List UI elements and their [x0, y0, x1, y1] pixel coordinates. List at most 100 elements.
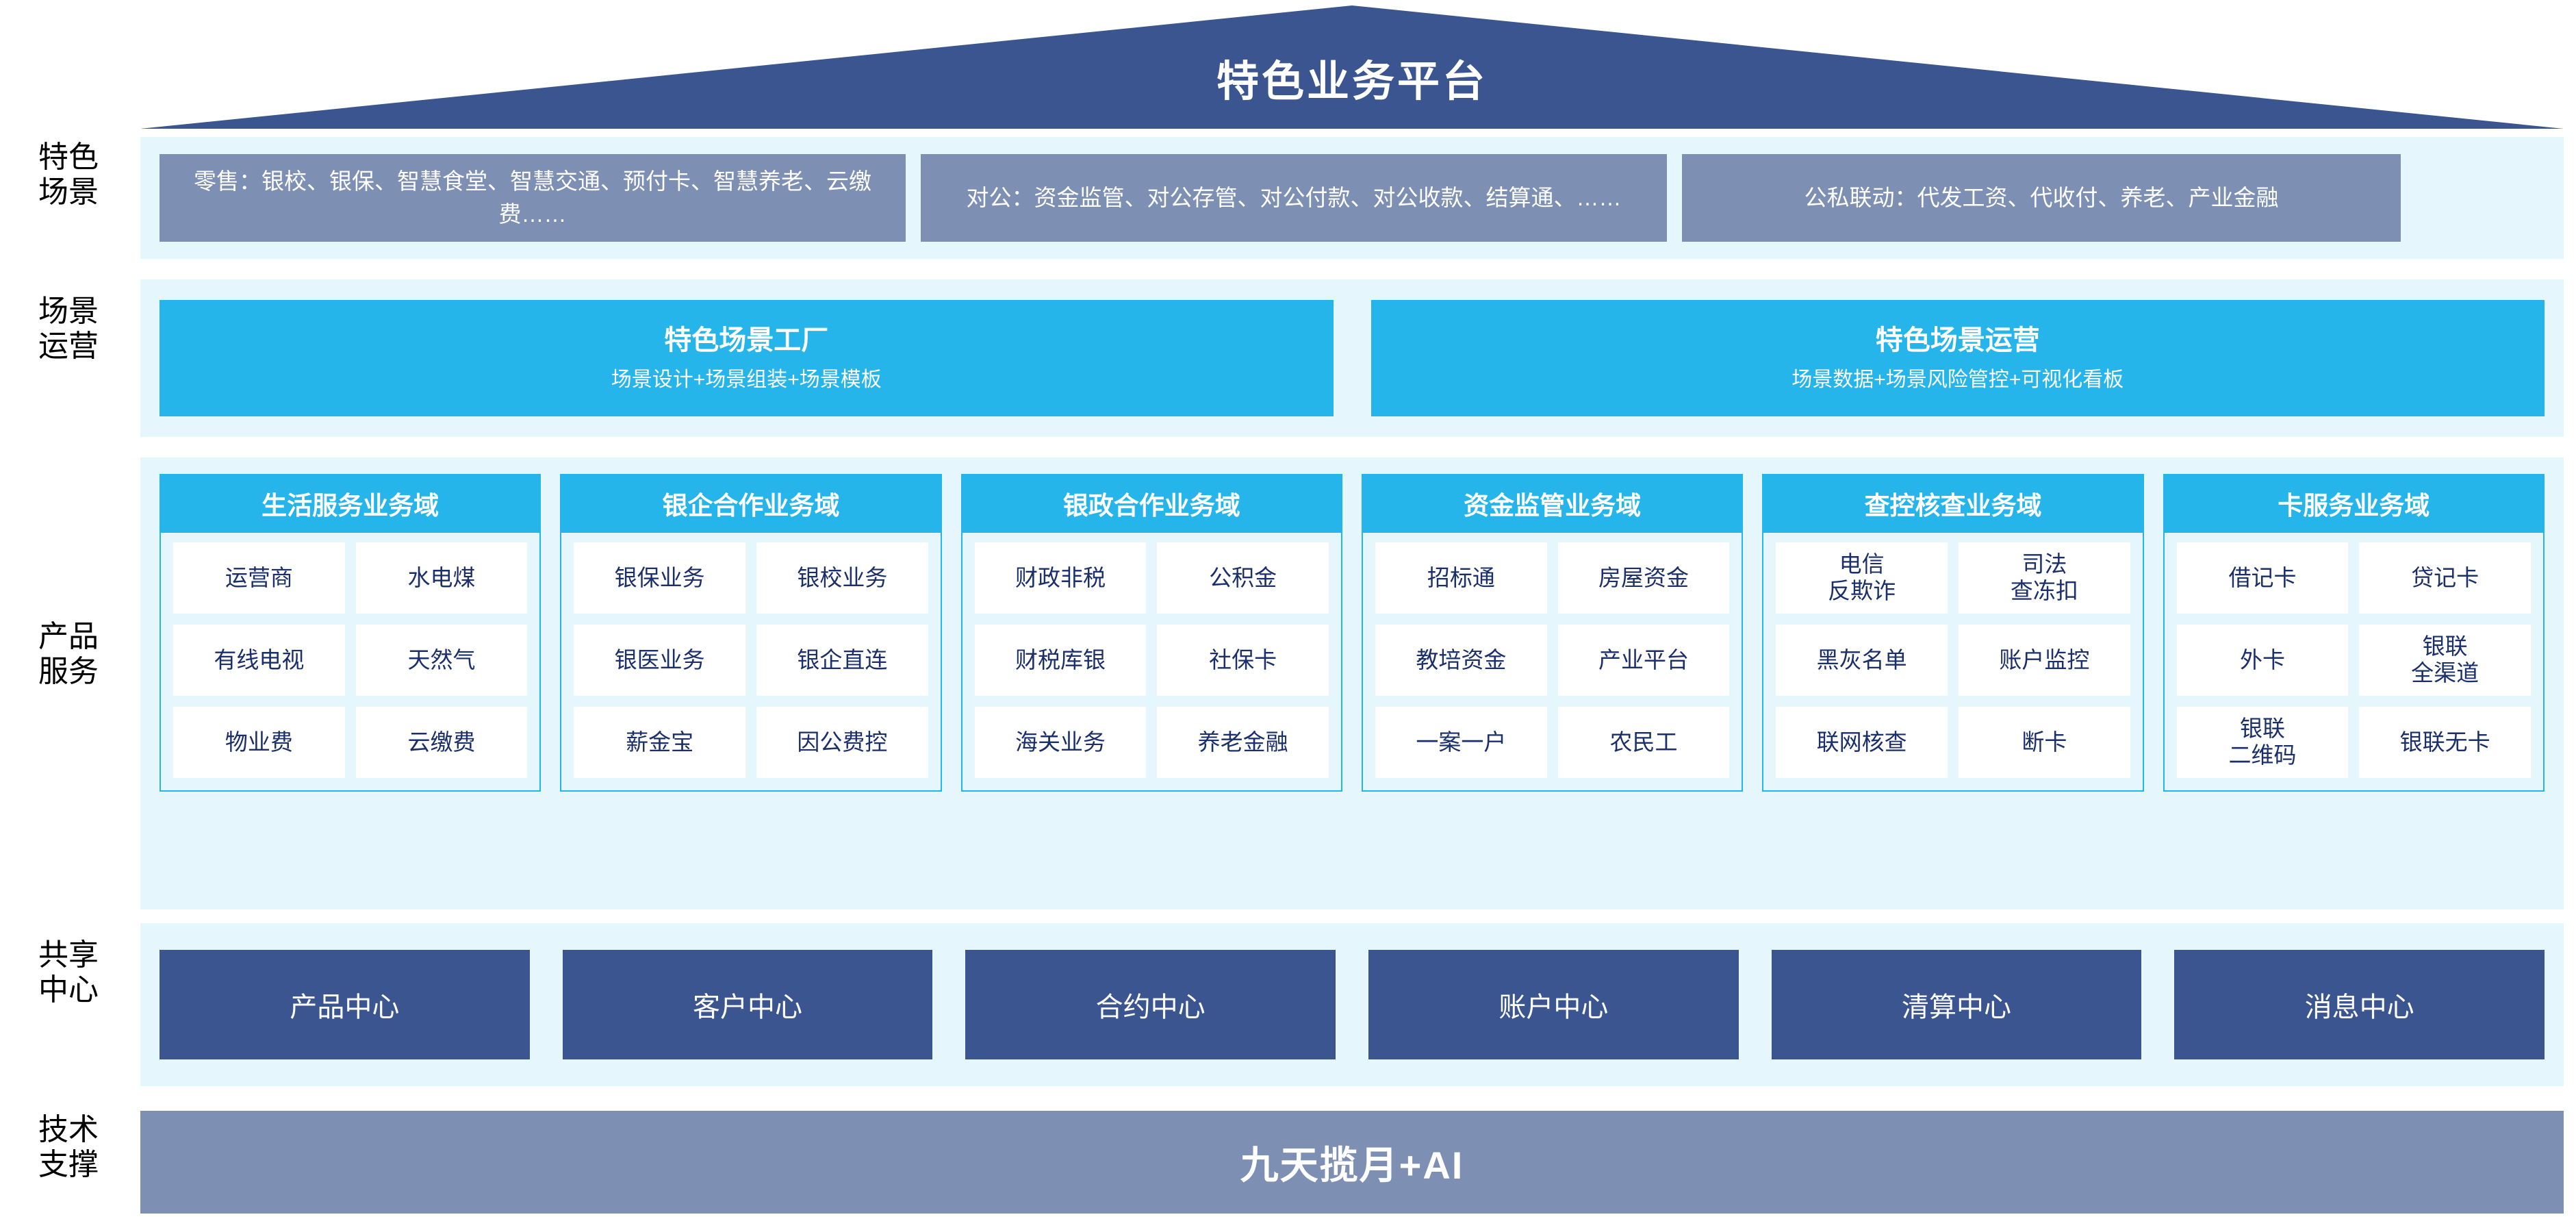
product-item-cell[interactable]: 联网核查 — [1776, 707, 1948, 778]
product-domain-body: 借记卡贷记卡外卡银联 全渠道银联 二维码银联无卡 — [2163, 533, 2545, 792]
product-item-cell[interactable]: 产业平台 — [1557, 625, 1730, 696]
product-item-cell[interactable]: 财政非税 — [974, 542, 1147, 614]
product-item-cell[interactable]: 运营商 — [173, 542, 345, 614]
product-domain-row: 电信 反欺诈司法 查冻扣 — [1776, 542, 2130, 614]
product-domain-row: 财税库银社保卡 — [974, 625, 1329, 696]
product-domain-title[interactable]: 生活服务业务域 — [160, 474, 541, 533]
product-domain-row: 黑灰名单账户监控 — [1776, 625, 2130, 696]
product-item-cell[interactable]: 银企直连 — [756, 625, 928, 696]
product-domain-title[interactable]: 查控核查业务域 — [1762, 474, 2144, 533]
product-item-cell[interactable]: 有线电视 — [173, 625, 345, 696]
product-item-cell[interactable]: 贷记卡 — [2359, 542, 2531, 614]
operations-band: 特色场景工厂 场景设计+场景组装+场景模板 特色场景运营 场景数据+场景风险管控… — [140, 279, 2564, 437]
operations-factory-subtitle: 场景设计+场景组装+场景模板 — [611, 368, 882, 391]
operations-factory-box[interactable]: 特色场景工厂 场景设计+场景组装+场景模板 — [160, 300, 1334, 416]
product-domain-row: 教培资金产业平台 — [1375, 625, 1730, 696]
rail-label-scenes: 特色 场景 — [38, 140, 99, 209]
product-item-cell[interactable]: 账户监控 — [1958, 625, 2130, 696]
product-domain-body: 财政非税公积金财税库银社保卡海关业务养老金融 — [960, 533, 1342, 792]
scenes-row: 零售：银校、银保、智慧食堂、智慧交通、预付卡、智慧养老、云缴费…… 对公：资金监… — [140, 137, 2564, 259]
product-domain-row: 物业费云缴费 — [173, 707, 528, 778]
product-item-cell[interactable]: 银联无卡 — [2359, 707, 2531, 778]
product-item-cell[interactable]: 天然气 — [355, 625, 528, 696]
product-item-cell[interactable]: 社保卡 — [1157, 625, 1329, 696]
product-item-cell[interactable]: 教培资金 — [1375, 625, 1547, 696]
product-item-cell[interactable]: 银保业务 — [574, 542, 745, 614]
operations-running-subtitle: 场景数据+场景风险管控+可视化看板 — [1791, 368, 2124, 391]
product-domain-row: 有线电视天然气 — [173, 625, 528, 696]
product-item-cell[interactable]: 银联 二维码 — [2176, 707, 2349, 778]
scenes-band: 零售：银校、银保、智慧食堂、智慧交通、预付卡、智慧养老、云缴费…… 对公：资金监… — [140, 137, 2564, 259]
product-domain-row: 外卡银联 全渠道 — [2176, 625, 2531, 696]
product-domain-title[interactable]: 资金监管业务域 — [1361, 474, 1744, 533]
product-item-cell[interactable]: 云缴费 — [355, 707, 528, 778]
tech-support-label: 九天揽月+AI — [1240, 1143, 1464, 1187]
product-domain-title[interactable]: 卡服务业务域 — [2163, 474, 2545, 533]
product-item-cell[interactable]: 银校业务 — [756, 542, 928, 614]
product-domain-row: 薪金宝因公费控 — [574, 707, 928, 778]
product-domain-row: 招标通房屋资金 — [1375, 542, 1730, 614]
product-domain-row: 银联 二维码银联无卡 — [2176, 707, 2531, 778]
product-domain-row: 海关业务养老金融 — [974, 707, 1329, 778]
product-item-cell[interactable]: 养老金融 — [1157, 707, 1329, 778]
product-item-cell[interactable]: 借记卡 — [2176, 542, 2349, 614]
product-item-cell[interactable]: 电信 反欺诈 — [1776, 542, 1948, 614]
product-domain-title[interactable]: 银政合作业务域 — [960, 474, 1342, 533]
shared-center-box[interactable]: 客户中心 — [562, 950, 933, 1059]
product-domain-row: 银医业务银企直连 — [574, 625, 928, 696]
shared-center-box[interactable]: 账户中心 — [1368, 950, 1739, 1059]
product-domain-body: 银保业务银校业务银医业务银企直连薪金宝因公费控 — [560, 533, 942, 792]
product-domain: 资金监管业务域招标通房屋资金教培资金产业平台一案一户农民工 — [1361, 474, 1744, 792]
operations-factory-title: 特色场景工厂 — [664, 325, 829, 355]
product-domain-body: 招标通房屋资金教培资金产业平台一案一户农民工 — [1361, 533, 1744, 792]
product-item-cell[interactable]: 农民工 — [1557, 707, 1730, 778]
product-domain-row: 借记卡贷记卡 — [2176, 542, 2531, 614]
product-item-cell[interactable]: 断卡 — [1958, 707, 2130, 778]
product-item-cell[interactable]: 一案一户 — [1375, 707, 1547, 778]
product-domain-body: 电信 反欺诈司法 查冻扣黑灰名单账户监控联网核查断卡 — [1762, 533, 2144, 792]
operations-row: 特色场景工厂 场景设计+场景组装+场景模板 特色场景运营 场景数据+场景风险管控… — [140, 279, 2564, 437]
product-domain: 卡服务业务域借记卡贷记卡外卡银联 全渠道银联 二维码银联无卡 — [2163, 474, 2545, 792]
product-item-cell[interactable]: 房屋资金 — [1557, 542, 1730, 614]
product-domain-row: 一案一户农民工 — [1375, 707, 1730, 778]
tech-support-bar[interactable]: 九天揽月+AI — [140, 1111, 2564, 1214]
product-domain: 银企合作业务域银保业务银校业务银医业务银企直连薪金宝因公费控 — [560, 474, 942, 792]
operations-running-title: 特色场景运营 — [1875, 325, 2040, 355]
product-domain: 银政合作业务域财政非税公积金财税库银社保卡海关业务养老金融 — [960, 474, 1342, 792]
product-item-cell[interactable]: 海关业务 — [974, 707, 1147, 778]
product-item-cell[interactable]: 招标通 — [1375, 542, 1547, 614]
product-item-cell[interactable]: 司法 查冻扣 — [1958, 542, 2130, 614]
product-item-cell[interactable]: 银医业务 — [574, 625, 745, 696]
shared-centers-band: 产品中心客户中心合约中心账户中心清算中心消息中心 — [140, 923, 2564, 1086]
product-services-band: 生活服务业务域运营商水电煤有线电视天然气物业费云缴费银企合作业务域银保业务银校业… — [140, 457, 2564, 909]
shared-center-box[interactable]: 消息中心 — [2174, 950, 2545, 1059]
scene-retail-box[interactable]: 零售：银校、银保、智慧食堂、智慧交通、预付卡、智慧养老、云缴费…… — [160, 154, 906, 242]
product-item-cell[interactable]: 物业费 — [173, 707, 345, 778]
product-item-cell[interactable]: 公积金 — [1157, 542, 1329, 614]
product-item-cell[interactable]: 水电煤 — [355, 542, 528, 614]
product-domain-row: 财政非税公积金 — [974, 542, 1329, 614]
operations-running-box[interactable]: 特色场景运营 场景数据+场景风险管控+可视化看板 — [1370, 300, 2545, 416]
product-domain: 查控核查业务域电信 反欺诈司法 查冻扣黑灰名单账户监控联网核查断卡 — [1762, 474, 2144, 792]
product-item-cell[interactable]: 薪金宝 — [574, 707, 745, 778]
product-item-cell[interactable]: 黑灰名单 — [1776, 625, 1948, 696]
rail-label-centers: 共享 中心 — [38, 938, 99, 1007]
product-domain-row: 运营商水电煤 — [173, 542, 528, 614]
product-item-cell[interactable]: 财税库银 — [974, 625, 1147, 696]
shared-centers-row: 产品中心客户中心合约中心账户中心清算中心消息中心 — [140, 923, 2564, 1086]
product-domain: 生活服务业务域运营商水电煤有线电视天然气物业费云缴费 — [160, 474, 541, 792]
product-item-cell[interactable]: 外卡 — [2176, 625, 2349, 696]
product-item-cell[interactable]: 因公费控 — [756, 707, 928, 778]
product-domain-row: 银保业务银校业务 — [574, 542, 928, 614]
product-domain-title[interactable]: 银企合作业务域 — [560, 474, 942, 533]
rail-label-tech: 技术 支撑 — [38, 1113, 99, 1181]
scene-publicprivate-box[interactable]: 公私联动：代发工资、代收付、养老、产业金融 — [1682, 154, 2401, 242]
rail-label-products: 产品 服务 — [38, 620, 99, 688]
scene-corporate-box[interactable]: 对公：资金监管、对公存管、对公付款、对公收款、结算通、…… — [921, 154, 1667, 242]
shared-center-box[interactable]: 产品中心 — [160, 950, 530, 1059]
product-domain-row: 联网核查断卡 — [1776, 707, 2130, 778]
shared-center-box[interactable]: 合约中心 — [965, 950, 1336, 1059]
shared-center-box[interactable]: 清算中心 — [1771, 950, 2142, 1059]
product-item-cell[interactable]: 银联 全渠道 — [2359, 625, 2531, 696]
